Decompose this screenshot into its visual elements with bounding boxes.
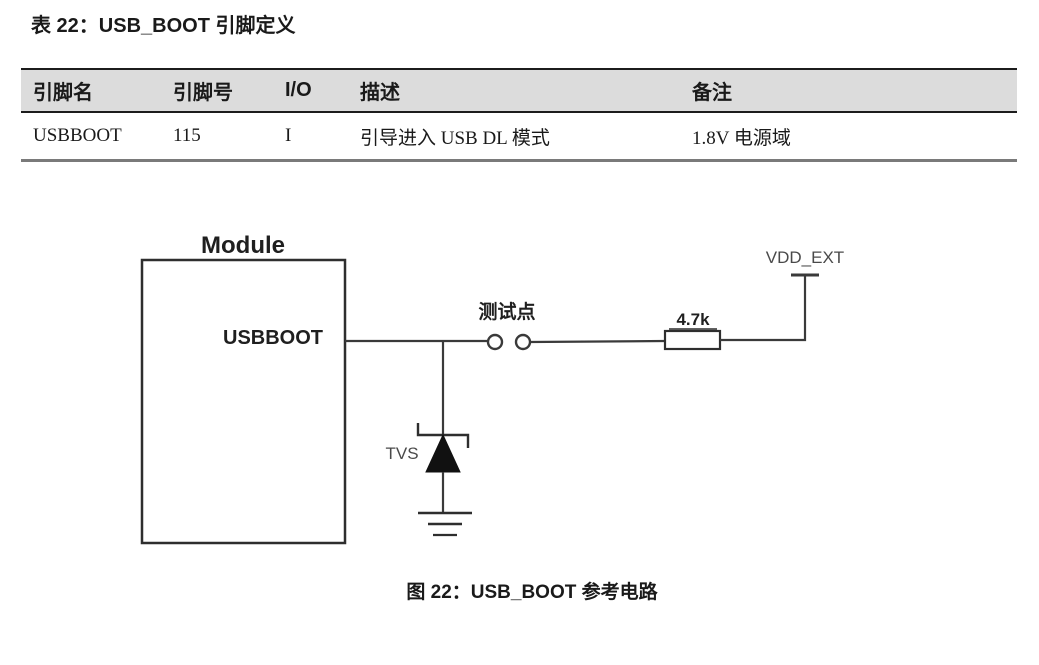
resistor-body bbox=[663, 329, 722, 351]
module-pin-label: USBBOOT bbox=[223, 327, 323, 349]
table-header-row: 引脚名 引脚号 I/O 描述 备注 bbox=[21, 70, 1017, 113]
table-title: 表 22：USB_BOOT 引脚定义 bbox=[31, 15, 296, 37]
wire-resistor-to-vdd bbox=[720, 276, 807, 342]
resistor-value-label: 4.7k bbox=[676, 310, 710, 329]
module-box bbox=[140, 258, 347, 545]
cell-remark: 1.8V 电源域 bbox=[692, 127, 791, 149]
header-remark: 备注 bbox=[692, 82, 732, 104]
module-label: Module bbox=[201, 232, 285, 259]
header-pin-name: 引脚名 bbox=[33, 82, 93, 104]
tvs-diode-triangle-icon bbox=[425, 433, 461, 473]
pin-definition-table: 引脚名 引脚号 I/O 描述 备注 USBBOOT 115 I 引导进入 USB… bbox=[21, 68, 1017, 162]
cell-description: 引导进入 USB DL 模式 bbox=[360, 127, 550, 149]
cell-pin-name: USBBOOT bbox=[33, 125, 122, 146]
wire-testpoint-to-resistor bbox=[529, 339, 666, 344]
figure-caption: 图 22：USB_BOOT 参考电路 bbox=[406, 582, 658, 603]
ground-icon bbox=[418, 511, 472, 537]
tvs-label: TVS bbox=[385, 444, 418, 463]
cell-io: I bbox=[285, 125, 292, 146]
test-point-label: 测试点 bbox=[478, 301, 535, 323]
cell-pin-number: 115 bbox=[173, 125, 201, 146]
test-point-circle-1 bbox=[486, 333, 504, 351]
test-point-circle-2 bbox=[514, 333, 532, 351]
table-row: USBBOOT 115 I 引导进入 USB DL 模式 1.8V 电源域 bbox=[21, 113, 1017, 159]
header-pin-number: 引脚号 bbox=[173, 82, 233, 104]
vdd-rail-label: VDD_EXT bbox=[766, 248, 844, 267]
header-description: 描述 bbox=[360, 82, 400, 104]
header-io: I/O bbox=[285, 79, 312, 101]
